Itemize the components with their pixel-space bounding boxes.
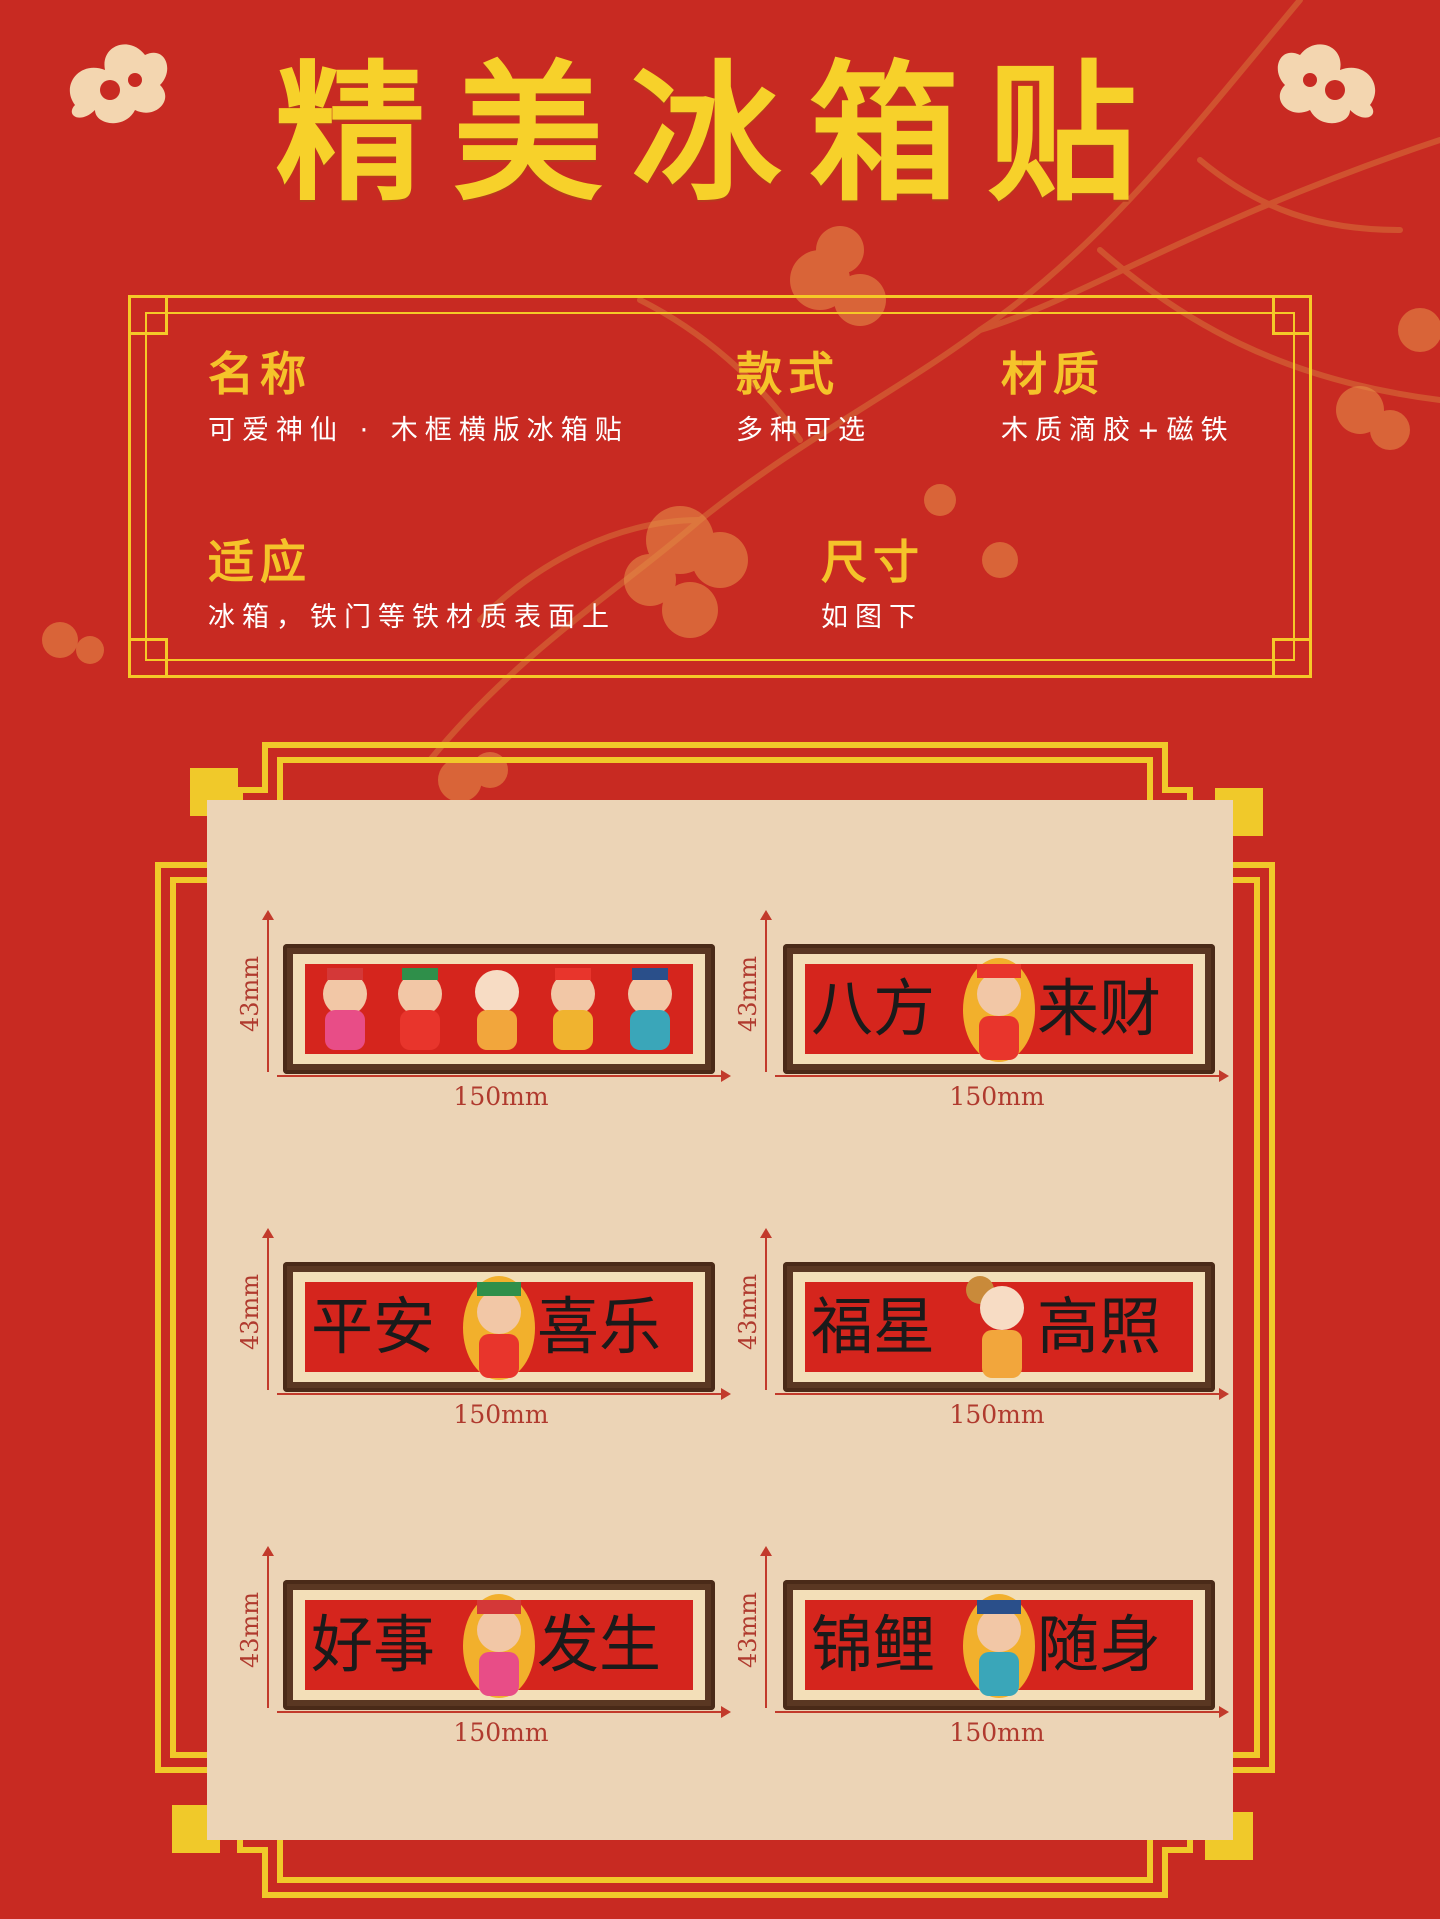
page-title: 精美冰箱贴	[274, 48, 1165, 222]
width-label: 150mm	[453, 1718, 549, 1747]
width-label: 150mm	[949, 1082, 1045, 1111]
name-value: 可爱神仙 · 木框横版冰箱贴	[208, 415, 629, 446]
sticker-left-text: 福星	[811, 1290, 936, 1363]
sticker-right-text: 喜乐	[537, 1290, 662, 1363]
height-arrow	[760, 1228, 772, 1390]
width-arrow	[775, 1706, 1229, 1718]
width-label: 150mm	[949, 1400, 1045, 1429]
sticker-fuxing-gaozhao: 福星 高照	[783, 1262, 1215, 1392]
sticker-five-gods	[283, 944, 715, 1074]
auspicious-cloud-icon	[1277, 44, 1376, 124]
height-label: 43mm	[734, 955, 763, 1033]
sticker-left-text: 锦鲤	[811, 1608, 936, 1681]
width-arrow	[775, 1070, 1229, 1082]
fushen-figure	[463, 1594, 535, 1698]
sticker-jinli-suishen: 锦鲤 随身	[783, 1580, 1215, 1710]
height-label: 43mm	[734, 1591, 763, 1669]
frame-corner	[1272, 638, 1312, 678]
frame-corner	[128, 638, 168, 678]
sticker-left-text: 平安	[311, 1290, 436, 1363]
sticker-right-text: 发生	[537, 1608, 662, 1681]
material-label: 材质	[1001, 347, 1105, 401]
height-arrow	[760, 910, 772, 1072]
width-arrow	[277, 1388, 731, 1400]
size-value: 如图下	[821, 602, 923, 633]
width-label: 150mm	[453, 1082, 549, 1111]
size-label: 尺寸	[821, 535, 925, 589]
usage-value: 冰箱，铁门等铁材质表面上	[208, 602, 616, 633]
sticker-right-text: 来财	[1037, 972, 1162, 1045]
height-label: 43mm	[236, 955, 265, 1033]
sticker-bafang-laicai: 八方 来财	[783, 944, 1215, 1074]
sticker-face	[305, 964, 693, 1054]
product-info-frame: 名称 可爱神仙 · 木框横版冰箱贴 款式 多种可选 材质 木质滴胶+磁铁 适应 …	[128, 295, 1312, 678]
sticker-right-text: 高照	[1037, 1290, 1162, 1363]
sticker-face: 平安 喜乐	[305, 1276, 693, 1380]
height-arrow	[262, 1228, 274, 1390]
shouxing-figure	[966, 1276, 1024, 1378]
xishen-figure	[963, 1594, 1035, 1698]
sticker-face: 福星 高照	[805, 1276, 1193, 1378]
material-value: 木质滴胶+磁铁	[1001, 415, 1235, 446]
frame-corner	[1272, 295, 1312, 335]
width-label: 150mm	[453, 1400, 549, 1429]
width-label: 150mm	[949, 1718, 1045, 1747]
frame-inner-border	[145, 312, 1295, 661]
height-arrow	[262, 1546, 274, 1708]
height-arrow	[262, 910, 274, 1072]
width-arrow	[775, 1388, 1229, 1400]
height-label: 43mm	[734, 1273, 763, 1351]
frame-corner	[128, 295, 168, 335]
sticker-haoshi-fasheng: 好事 发生	[283, 1580, 715, 1710]
auspicious-cloud-icon	[69, 44, 168, 124]
sticker-right-text: 随身	[1037, 1608, 1162, 1681]
sticker-pingan-xile: 平安 喜乐	[283, 1262, 715, 1392]
style-value: 多种可选	[736, 415, 872, 446]
width-arrow	[277, 1706, 731, 1718]
width-arrow	[277, 1070, 731, 1082]
usage-label: 适应	[208, 535, 312, 589]
sticker-face: 锦鲤 随身	[805, 1594, 1193, 1698]
sticker-face: 八方 来财	[805, 958, 1193, 1062]
height-label: 43mm	[236, 1591, 265, 1669]
name-label: 名称	[208, 347, 312, 401]
height-label: 43mm	[236, 1273, 265, 1351]
sticker-face: 好事 发生	[305, 1594, 693, 1698]
height-arrow	[760, 1546, 772, 1708]
sticker-left-text: 好事	[311, 1608, 436, 1681]
five-gods-illustration	[323, 968, 672, 1050]
style-label: 款式	[736, 347, 840, 401]
luxing-figure	[463, 1276, 535, 1380]
caishen-figure	[963, 958, 1035, 1062]
sticker-left-text: 八方	[811, 972, 936, 1045]
